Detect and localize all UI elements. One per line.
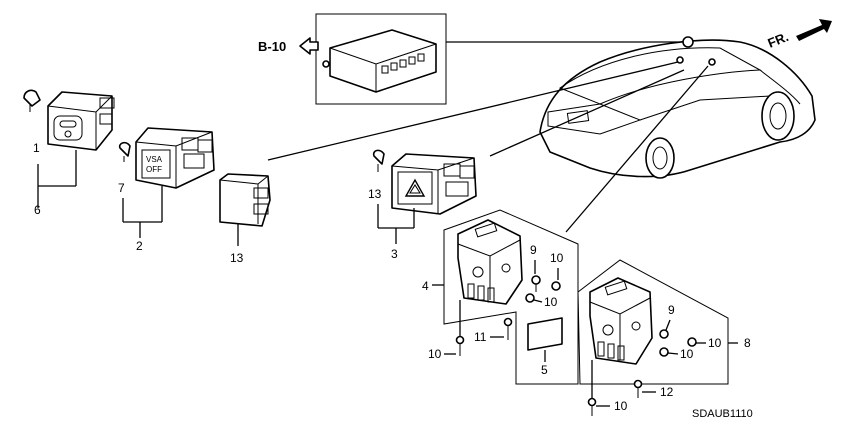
car-front-wheel (761, 91, 795, 141)
screw-10d-icon (659, 347, 669, 357)
clip-8-icon (118, 141, 131, 157)
mirror-switch-group: 1 6 (23, 89, 115, 217)
control-unit-connector-pins (381, 53, 425, 74)
callout-3: 8 (744, 336, 751, 350)
screw-13c-icon (633, 379, 643, 398)
seat-heater-right-group: 9 10 10 8 12 10 (577, 259, 751, 416)
callout-13-left: 10 (428, 347, 442, 361)
callout-11: 13 (368, 187, 382, 201)
diagram-code: SDAUB1110 (692, 408, 753, 420)
hazard-switch-button (397, 171, 433, 205)
front-direction-indicator: FR. (766, 19, 832, 51)
callout-5: 5 (541, 363, 548, 377)
hazard-switch-group: 13 3 (368, 149, 477, 261)
leader-seat-heater-switches (565, 65, 709, 233)
screw-13d-icon (587, 397, 597, 416)
reference-arrow-icon (299, 37, 319, 55)
vsa-switch-text-line1: VSA (146, 155, 163, 164)
leader-panel-12 (267, 61, 679, 161)
screw-10a-icon (551, 281, 561, 291)
car-trunk (547, 103, 642, 135)
seat-heater-right-frame (577, 259, 729, 385)
front-arrow-icon (796, 19, 832, 41)
control-unit-body (329, 29, 437, 93)
control-unit-mount-hole (322, 60, 330, 68)
clip-7-icon (23, 89, 41, 107)
callout-13-mid: 11 (474, 330, 487, 344)
seat-heater-panel-group: 4 9 10 10 5 11 (422, 209, 579, 385)
callout-7: 1 (33, 141, 40, 155)
car-rear-wheel (645, 137, 675, 179)
callout-10-left: 10 (544, 295, 558, 309)
car-license-plate (566, 110, 590, 124)
seat-heater-switch-right (589, 277, 653, 365)
callout-6: 6 (34, 203, 41, 217)
blank-panel-body (219, 173, 271, 227)
callout-13-bottom: 10 (614, 399, 628, 413)
car-door-line (639, 95, 771, 121)
leader-hazard-switch (489, 69, 685, 157)
callout-8: 7 (118, 181, 125, 195)
callout-10-right-bottom: 10 (680, 347, 694, 361)
callout-9-right: 9 (668, 303, 675, 317)
vehicle-outline (539, 36, 816, 179)
car-rear-hub (652, 146, 668, 170)
screw-13b-icon (455, 335, 465, 356)
pad-5 (527, 317, 563, 351)
car-dash-marker-a (676, 56, 684, 64)
callout-2: 3 (391, 247, 398, 261)
hazard-triangle-icon (404, 178, 426, 197)
reference-label: B-10 (258, 39, 286, 54)
front-direction-label: FR. (766, 29, 791, 51)
callout-9-left: 9 (530, 243, 537, 257)
screw-10b-icon (525, 293, 535, 303)
screw-10c-icon (687, 337, 697, 347)
control-unit-group: B-10 (258, 13, 690, 105)
callout-1: 2 (136, 239, 143, 253)
car-windshield (759, 69, 801, 105)
car-front-hub (769, 102, 787, 130)
callout-12: 13 (230, 251, 244, 265)
callout-13-right: 12 (660, 385, 674, 399)
screw-9b-icon (659, 329, 669, 339)
callout-10-right-top: 10 (708, 336, 722, 350)
callout-4: 4 (422, 279, 429, 293)
clip-11-icon (372, 149, 385, 165)
blank-panel-group: 13 (219, 173, 271, 265)
vsa-switch-button (141, 149, 171, 179)
vsa-switch-body (135, 127, 215, 189)
seat-heater-panel-frame (443, 209, 579, 385)
vsa-switch-text-line2: OFF (146, 165, 162, 174)
control-unit-frame (315, 13, 447, 105)
screw-9a-icon (531, 275, 541, 292)
mirror-switch-body (47, 91, 113, 151)
car-roof-marker (682, 36, 694, 48)
hazard-switch-body (391, 153, 477, 215)
screw-13a-icon (503, 317, 513, 340)
callout-10-top-left: 10 (550, 251, 564, 265)
vsa-switch-group: VSA OFF 7 2 (118, 127, 215, 253)
mirror-switch-button (53, 115, 83, 141)
car-dash-marker-b (708, 58, 716, 66)
car-rear-window (558, 47, 762, 105)
